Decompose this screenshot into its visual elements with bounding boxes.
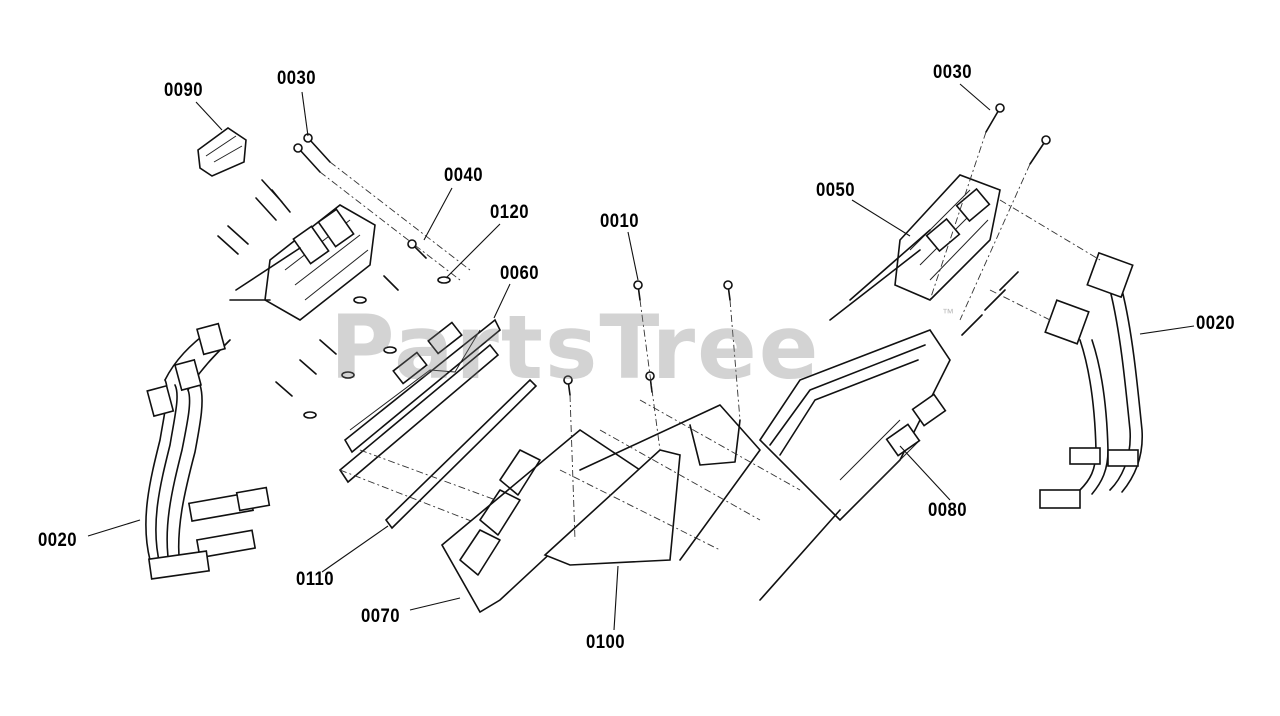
module-bracket-left [229, 204, 376, 321]
callout-0030-left: 0030 [277, 68, 316, 89]
watermark: PartsTree [330, 296, 821, 399]
wire-harness-left [145, 322, 271, 580]
callout-0120: 0120 [490, 202, 529, 223]
callout-0100: 0100 [586, 632, 625, 653]
callout-0080: 0080 [928, 500, 967, 521]
screws-left [217, 133, 471, 281]
hardware-0040-0120 [275, 239, 451, 419]
panel-0060 [338, 318, 502, 484]
callout-0110: 0110 [296, 569, 335, 590]
leader-lines [87, 83, 1195, 631]
watermark-trademark: ™ [942, 306, 954, 320]
callout-0010: 0010 [600, 211, 639, 232]
screws-right [929, 103, 1051, 336]
callout-0020-right: 0020 [1196, 313, 1235, 334]
callout-0050: 0050 [816, 180, 855, 201]
screws-center [563, 280, 741, 541]
callout-0030-right: 0030 [933, 62, 972, 83]
connector-0090 [197, 127, 247, 177]
housing-0080 [758, 329, 951, 601]
callout-0060: 0060 [500, 263, 539, 284]
frame-0100 [543, 399, 801, 566]
wire-harness-right [989, 199, 1143, 509]
callout-0040: 0040 [444, 165, 483, 186]
module-bracket-right [829, 174, 1001, 321]
callout-0070: 0070 [361, 606, 400, 627]
callout-0020-left: 0020 [38, 530, 77, 551]
callout-0090: 0090 [164, 80, 203, 101]
